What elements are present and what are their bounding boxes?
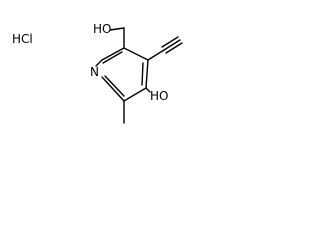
ring-bond-c5-c4 [123,47,149,61]
ring-bond-c6-c5 [101,47,125,61]
pyridine-nitrogen-label: N [90,65,99,79]
ring-bond-c4-c3 [145,59,149,89]
ch2-oh-bond [109,27,125,31]
ring-bond-c4-c3-double [141,62,144,86]
ring-bond-c3-c2 [123,87,147,102]
ring-oh-bond [145,87,151,93]
ethynyl-triple-bond-lower [165,42,183,54]
ring-bond-c6-c5-double [102,51,123,64]
ring-bond-c2-n1 [101,76,125,102]
chemical-structure: HCl HO N HO [12,22,183,124]
ethynyl-triple-bond-center [163,39,181,51]
hcl-label: HCl [12,32,33,46]
hydroxymethyl-oxygen-label: HO [93,22,111,36]
ring-bond-c2-n1-double [104,75,125,97]
ethynyl-triple-bond-upper [161,36,179,48]
ethynyl-single-bond [147,49,165,61]
hydroxyl-oxygen-label: HO [150,89,168,103]
ring-bond-n1-c6 [95,59,103,67]
